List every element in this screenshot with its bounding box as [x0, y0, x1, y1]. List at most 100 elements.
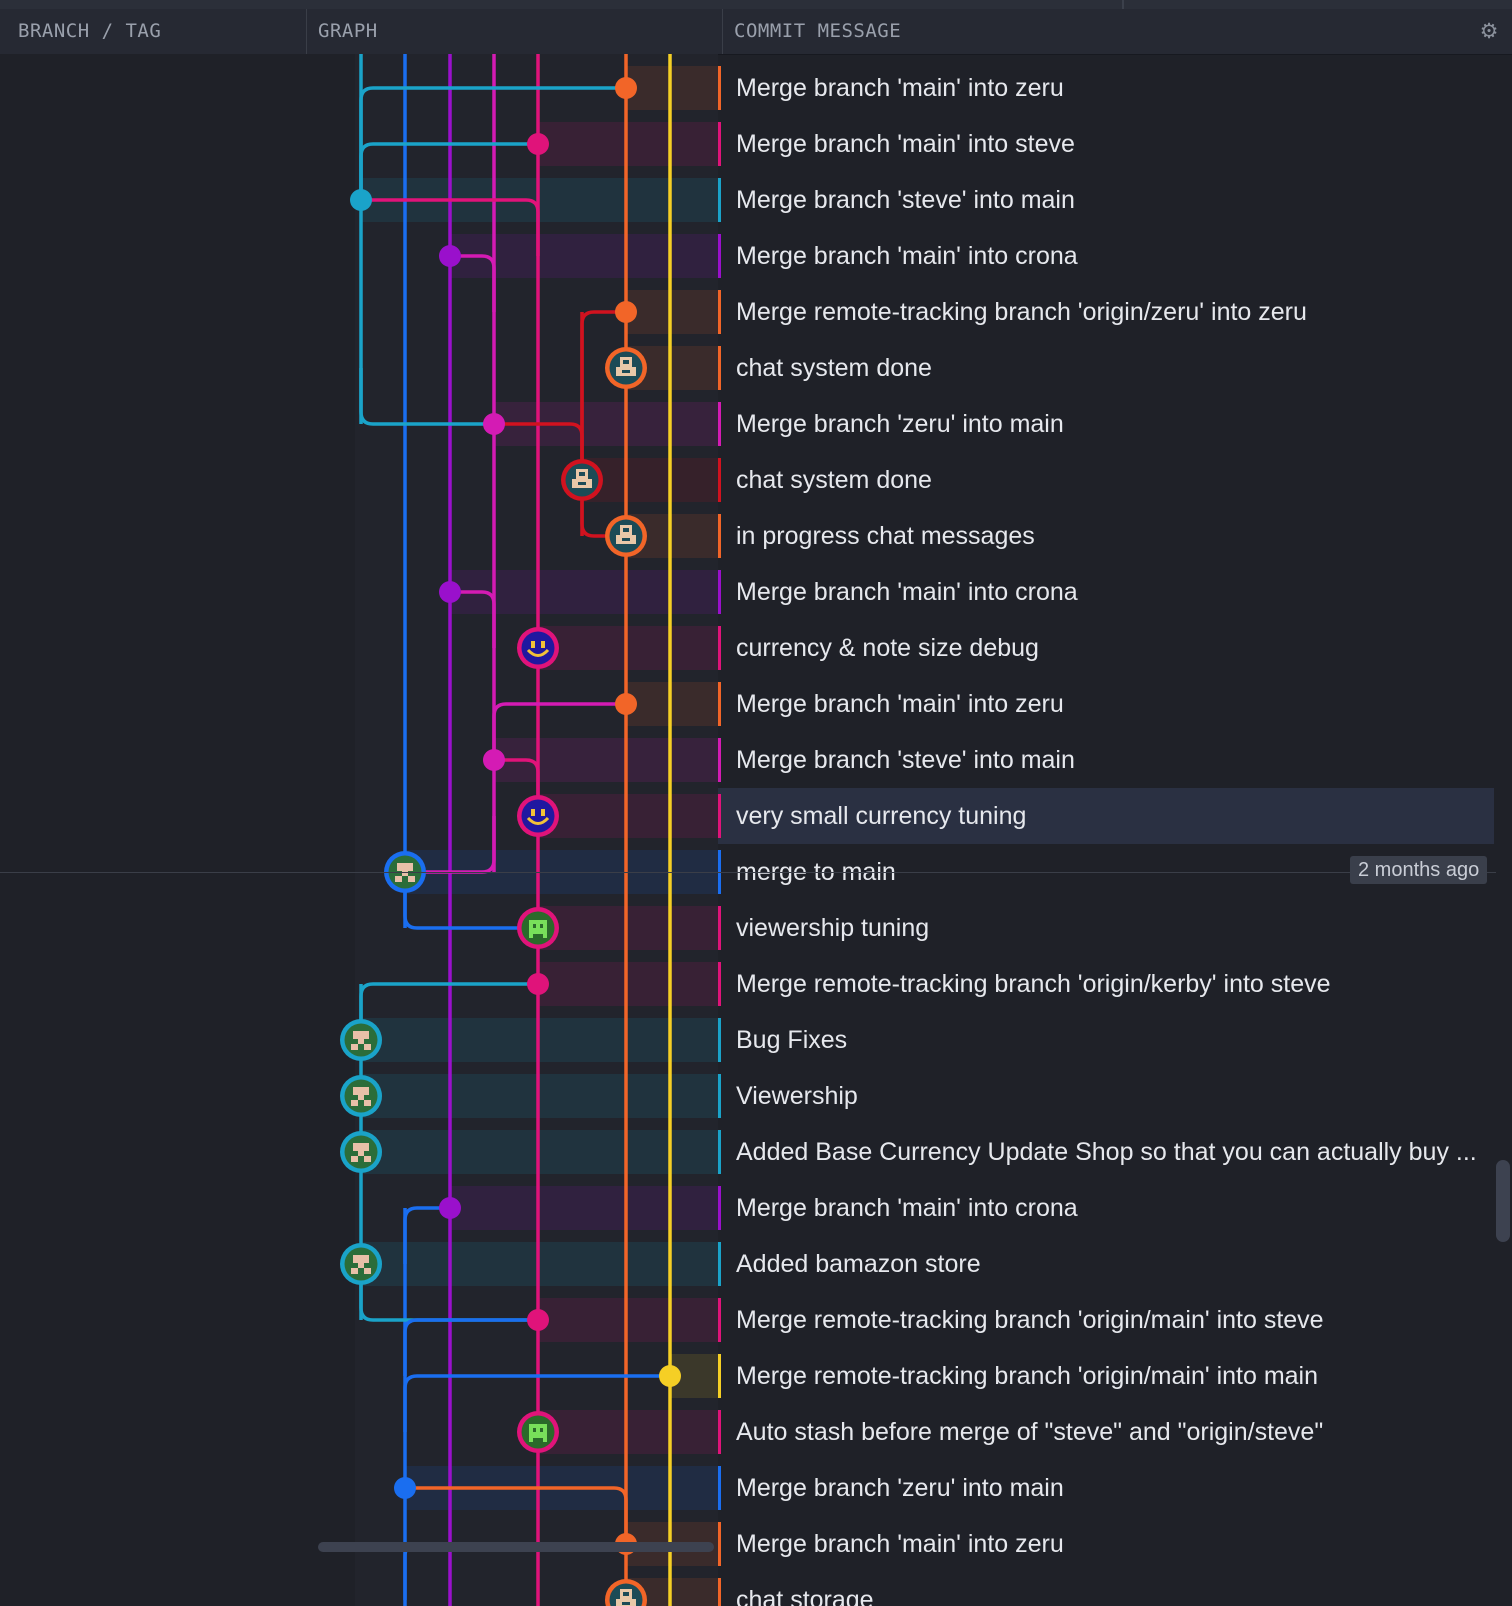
merge-connector: [359, 142, 538, 200]
merge-commit-dot: [483, 749, 505, 771]
merge-connector: [403, 1318, 538, 1376]
merge-connector: [492, 702, 626, 760]
commit-row[interactable]: chat storage: [718, 1572, 1494, 1606]
merge-connector: [359, 982, 538, 1040]
avatar-pixel: [364, 1100, 371, 1106]
column-divider[interactable]: [306, 9, 307, 54]
merge-connector: [494, 422, 584, 480]
commit-row[interactable]: Added bamazon store: [718, 1236, 1494, 1292]
commit-row[interactable]: Merge branch 'main' into crona: [718, 1180, 1494, 1236]
commit-message: Merge branch 'main' into zeru: [736, 690, 1064, 718]
avatar-pixel: [364, 1156, 371, 1162]
avatar-pixel: [543, 1438, 547, 1442]
column-divider[interactable]: [722, 9, 723, 54]
commit-message: Viewership: [736, 1082, 858, 1110]
commit-row[interactable]: viewership tuning: [718, 900, 1494, 956]
avatar-pixel: [541, 809, 545, 816]
lane-color-bar: [718, 1522, 721, 1566]
commit-row[interactable]: very small currency tuning: [718, 788, 1494, 844]
merge-connector: [359, 1264, 538, 1322]
lane-color-bar: [718, 1242, 721, 1286]
commit-row[interactable]: in progress chat messages: [718, 508, 1494, 564]
merge-commit-dot: [659, 1365, 681, 1387]
lane-color-bar: [718, 122, 721, 166]
commit-message: Added bamazon store: [736, 1250, 981, 1278]
avatar-pixel: [395, 876, 402, 882]
commit-row[interactable]: Added Base Currency Update Shop so that …: [718, 1124, 1494, 1180]
commit-message: chat system done: [736, 466, 932, 494]
commit-message: chat system done: [736, 354, 932, 382]
commit-row[interactable]: Merge remote-tracking branch 'origin/mai…: [718, 1348, 1494, 1404]
commit-row[interactable]: Merge branch 'main' into zeru: [718, 676, 1494, 732]
branch-tag-column: [0, 54, 355, 1606]
merge-commit-dot: [439, 245, 461, 267]
avatar-pixel: [531, 809, 535, 816]
merge-connector: [450, 590, 496, 648]
commit-row[interactable]: currency & note size debug: [718, 620, 1494, 676]
row-lane-tint: [538, 122, 718, 166]
commit-row[interactable]: Merge remote-tracking branch 'origin/mai…: [718, 1292, 1494, 1348]
avatar-pixel: [623, 528, 629, 532]
top-strip-divider: [1122, 0, 1124, 9]
lane-color-bar: [718, 962, 721, 1006]
lane-color-bar: [718, 290, 721, 334]
commit-row[interactable]: Merge remote-tracking branch 'origin/ker…: [718, 956, 1494, 1012]
commit-row[interactable]: Viewership: [718, 1068, 1494, 1124]
avatar-pixel: [358, 1039, 364, 1044]
commit-row[interactable]: Merge remote-tracking branch 'origin/zer…: [718, 284, 1494, 340]
lane-color-bar: [718, 1578, 721, 1606]
horizontal-scrollbar[interactable]: [318, 1542, 714, 1552]
row-lane-tint: [538, 962, 718, 1006]
avatar-pixel: [533, 924, 536, 928]
commit-row[interactable]: chat system done: [718, 340, 1494, 396]
avatar-pixel: [353, 1143, 369, 1151]
avatar-pixel: [364, 1044, 371, 1050]
commit-message: Merge branch 'main' into steve: [736, 130, 1075, 158]
lane-color-bar: [718, 1354, 721, 1398]
vertical-scrollbar[interactable]: [1496, 1160, 1510, 1242]
lane-color-bar: [718, 514, 721, 558]
row-lane-tint: [626, 682, 718, 726]
merge-commit-dot: [527, 973, 549, 995]
commit-message: Merge branch 'main' into zeru: [736, 1530, 1064, 1558]
commit-message: Merge branch 'main' into zeru: [736, 74, 1064, 102]
commit-row[interactable]: Merge branch 'main' into crona: [718, 228, 1494, 284]
commit-message: Merge branch 'zeru' into main: [736, 1474, 1064, 1502]
commit-row[interactable]: Merge branch 'main' into steve: [718, 116, 1494, 172]
row-lane-tint: [450, 570, 718, 614]
graph-column-header[interactable]: GRAPH: [318, 20, 378, 42]
commit-row[interactable]: Merge branch 'steve' into main: [718, 732, 1494, 788]
lane-color-bar: [718, 346, 721, 390]
commit-message: currency & note size debug: [736, 634, 1039, 662]
avatar-pixel: [353, 1031, 369, 1039]
commit-row[interactable]: Merge branch 'steve' into main: [718, 172, 1494, 228]
avatar-pixel: [351, 1100, 358, 1106]
date-badge: 2 months ago: [1350, 856, 1488, 884]
avatar-pixel: [540, 1428, 543, 1432]
row-lane-tint: [538, 1410, 718, 1454]
avatar-pixel: [358, 1151, 364, 1156]
commit-row[interactable]: Merge branch 'zeru' into main: [718, 396, 1494, 452]
commit-row[interactable]: Merge branch 'main' into zeru: [718, 1516, 1494, 1572]
branch-tag-column-header[interactable]: BRANCH / TAG: [18, 20, 162, 42]
commit-row[interactable]: Merge branch 'main' into crona: [718, 564, 1494, 620]
gear-icon[interactable]: ⚙: [1479, 20, 1499, 43]
commit-row[interactable]: Merge branch 'zeru' into main: [718, 1460, 1494, 1516]
commit-row[interactable]: chat system done: [718, 452, 1494, 508]
date-separator: [0, 872, 1496, 873]
commit-row[interactable]: Merge branch 'main' into zeru: [718, 60, 1494, 116]
merge-commit-dot: [527, 1309, 549, 1331]
commit-row[interactable]: Auto stash before merge of "steve" and "…: [718, 1404, 1494, 1460]
row-lane-tint: [582, 458, 718, 502]
merge-commit-dot: [394, 1477, 416, 1499]
avatar-pixel: [402, 871, 408, 876]
commit-message-column-header[interactable]: COMMIT MESSAGE: [734, 20, 902, 42]
lane-color-bar: [718, 1410, 721, 1454]
lane-color-bar: [718, 1186, 721, 1230]
avatar-pixel: [578, 482, 586, 485]
merge-connector: [359, 86, 626, 200]
avatar-pixel: [622, 538, 630, 541]
commit-message: viewership tuning: [736, 914, 930, 942]
commit-message: Merge branch 'main' into crona: [736, 242, 1078, 270]
commit-row[interactable]: Bug Fixes: [718, 1012, 1494, 1068]
